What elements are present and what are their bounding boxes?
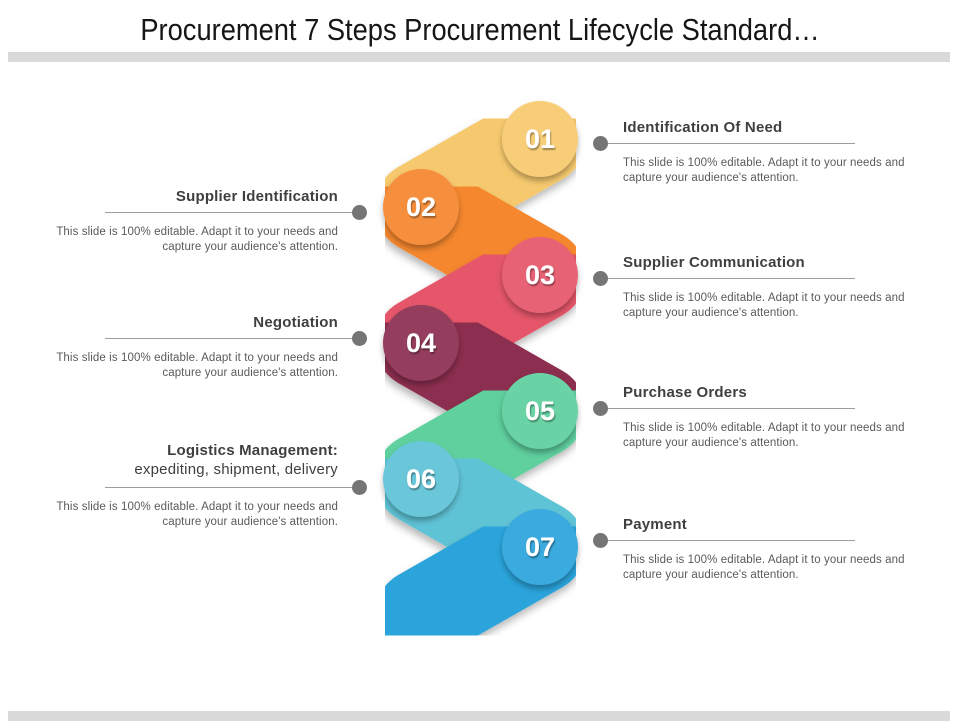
connector-dot [593, 271, 608, 286]
step-number-circle-04 [383, 305, 459, 381]
step-title: Supplier Communication [623, 254, 805, 271]
step-subtitle: expediting, shipment, delivery [134, 461, 338, 478]
step-number-circle-07 [502, 509, 578, 585]
step-number-circle-03 [502, 237, 578, 313]
step-description: This slide is 100% editable. Adapt it to… [623, 554, 905, 582]
connector-dot [593, 136, 608, 151]
step-number-label: 03 [525, 260, 555, 290]
step-number-label: 06 [406, 464, 436, 494]
step-number-circle-05 [502, 373, 578, 449]
title-divider-bar [8, 52, 950, 62]
step-info-supplier-communication: Supplier Communication This slide is 100… [593, 253, 918, 321]
step-number-label: 05 [525, 396, 555, 426]
step-description: This slide is 100% editable. Adapt it to… [623, 292, 905, 320]
connector-line [105, 331, 367, 346]
step-title: Logistics Management: [167, 442, 338, 459]
connector-line [593, 136, 855, 151]
step-number-circle-06 [383, 441, 459, 517]
step-info-supplier-identification: Supplier Identification This slide is 10… [43, 187, 367, 255]
step-description: This slide is 100% editable. Adapt it to… [56, 226, 338, 254]
step-title: Payment [623, 516, 687, 533]
step-number-circle-01 [502, 101, 578, 177]
connector-line [105, 480, 367, 495]
step-info-identification-of-need: Identification Of Need This slide is 100… [593, 118, 918, 186]
step-description: This slide is 100% editable. Adapt it to… [623, 422, 905, 450]
step-title: Negotiation [253, 314, 338, 331]
connector-line [593, 401, 855, 416]
step-number-label: 02 [406, 192, 436, 222]
step-number-label: 04 [406, 328, 436, 358]
connector-dot [352, 480, 367, 495]
connector-line [593, 271, 855, 286]
step-title: Supplier Identification [175, 188, 338, 205]
connector-line [593, 533, 855, 548]
step-title: Purchase Orders [623, 384, 747, 401]
step-number-label: 07 [525, 532, 555, 562]
step-info-purchase-orders: Purchase Orders This slide is 100% edita… [593, 383, 918, 451]
step-description: This slide is 100% editable. Adapt it to… [623, 157, 905, 185]
footer-divider-bar [8, 711, 950, 721]
step-description: This slide is 100% editable. Adapt it to… [56, 501, 338, 529]
connector-dot [593, 533, 608, 548]
step-number-label: 01 [525, 124, 555, 154]
step-info-negotiation: Negotiation This slide is 100% editable.… [43, 313, 367, 381]
step-info-payment: Payment This slide is 100% editable. Ada… [593, 515, 918, 583]
connector-line [105, 205, 367, 220]
connector-dot [593, 401, 608, 416]
step-number-circle-02 [383, 169, 459, 245]
step-info-logistics-management: Logistics Management: expediting, shipme… [43, 441, 367, 530]
slide-title: Procurement 7 Steps Procurement Lifecycl… [140, 12, 820, 47]
step-description: This slide is 100% editable. Adapt it to… [56, 352, 338, 380]
connector-dot [352, 331, 367, 346]
connector-dot [352, 205, 367, 220]
step-title: Identification Of Need [623, 119, 783, 136]
